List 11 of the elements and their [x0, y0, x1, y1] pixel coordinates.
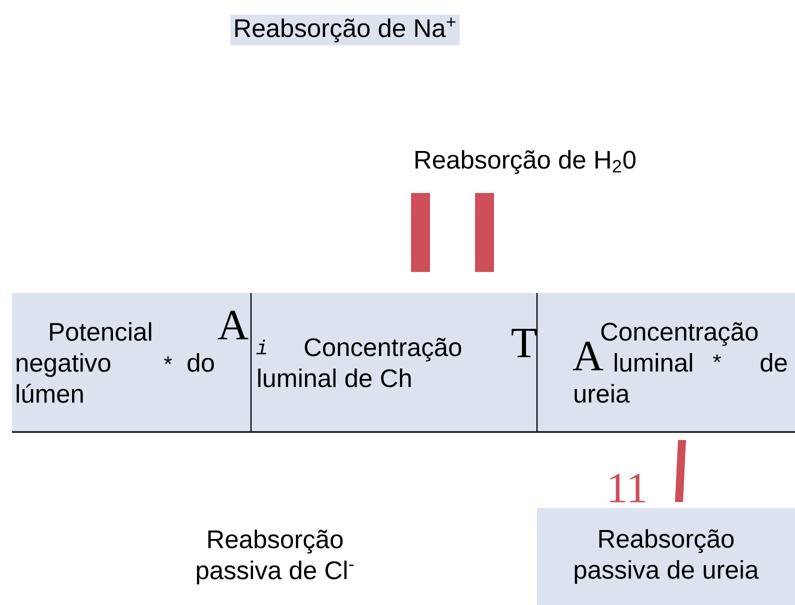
- label-box: Reabsorção passiva de ureia: [537, 508, 795, 605]
- stray-glyph: A: [572, 342, 604, 370]
- stray-glyph: i: [256, 340, 266, 354]
- stray-glyph: A: [218, 310, 248, 340]
- stray-glyph: T: [512, 328, 536, 358]
- process-label: Reabsorção de H$_{2}$0: [416, 150, 636, 174]
- label-box: Reabsorção de Na$^{+}$: [230, 14, 460, 46]
- stray-glyph: *: [164, 356, 172, 364]
- process-label: Reabsorção passiva de Cl$^{-}$: [196, 530, 354, 584]
- stray-glyph: *: [713, 354, 721, 362]
- stray-glyph: 11: [610, 474, 646, 502]
